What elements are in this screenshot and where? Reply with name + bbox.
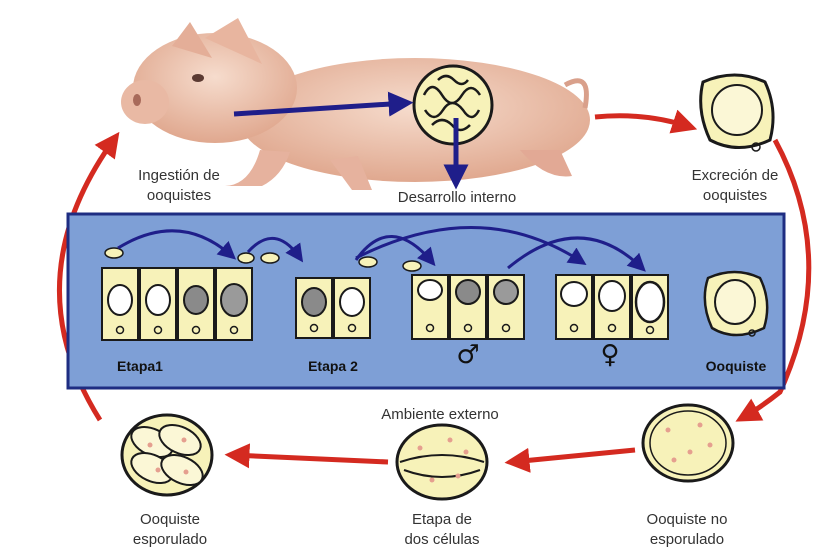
stage1-label: Etapa1: [95, 356, 185, 376]
panel-oocyst-icon: [705, 272, 767, 336]
female-gamete-cells: [556, 275, 668, 339]
stage2-label: Etapa 2: [283, 356, 383, 376]
female-symbol: ♀: [580, 345, 640, 365]
panel-oocyst-label: Ooquiste: [690, 356, 782, 376]
ingestion-label: Ingestión de ooquistes: [104, 166, 254, 206]
arrow-to-sporulated: [232, 455, 388, 462]
excreted-oocyst-icon: [701, 75, 773, 151]
excretion-label-line2: ooquistes: [655, 186, 815, 206]
excretion-label: Excreción de ooquistes: [655, 166, 815, 206]
male-symbol: ♂: [438, 345, 498, 365]
intestine-icon: [414, 66, 492, 144]
sporulated-label-line1: Ooquiste: [95, 510, 245, 530]
development-label: Desarrollo interno: [362, 188, 552, 208]
excretion-label-line1: Excreción de: [655, 166, 815, 186]
arrow-to-two-cell: [512, 450, 635, 462]
ingestion-label-line1: Ingestión de: [104, 166, 254, 186]
two-cell-label-line2: dos células: [372, 530, 512, 550]
unsporulated-label-line1: Ooquiste no: [602, 510, 772, 530]
sporulated-label-line2: esporulado: [95, 530, 245, 550]
unsporulated-oocyst-icon: [643, 405, 733, 481]
ingestion-label-line2: ooquistes: [104, 186, 254, 206]
two-cell-label: Etapa de dos células: [372, 510, 512, 550]
unsporulated-label-line2: esporulado: [602, 530, 772, 550]
two-cell-stage-icon: [397, 425, 487, 499]
arrow-to-excretion: [595, 116, 690, 127]
two-cell-label-line1: Etapa de: [372, 510, 512, 530]
external-environment-label: Ambiente externo: [345, 405, 535, 425]
sporulated-oocyst-icon: [122, 415, 212, 495]
sporulated-label: Ooquiste esporulado: [95, 510, 245, 550]
unsporulated-label: Ooquiste no esporulado: [602, 510, 772, 550]
